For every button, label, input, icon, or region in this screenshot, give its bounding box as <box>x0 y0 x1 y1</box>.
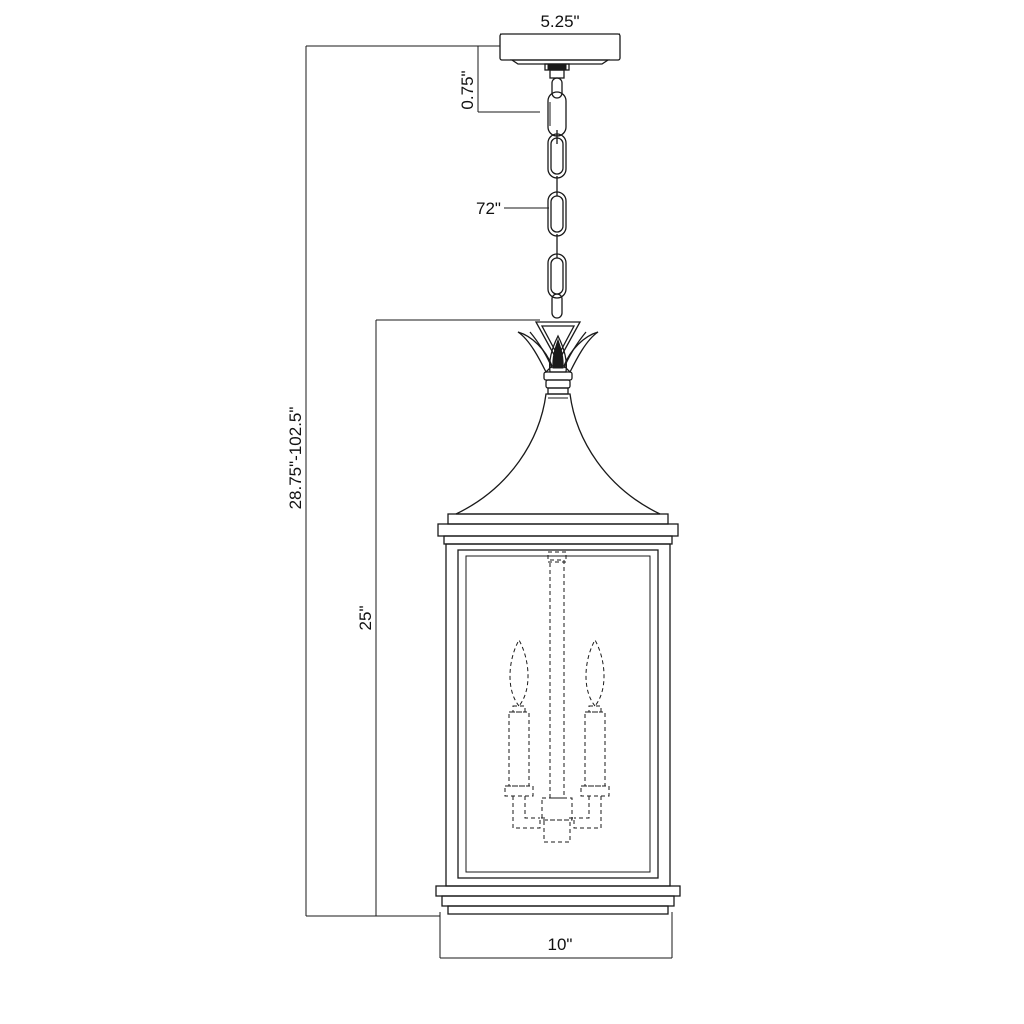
canopy-height-label: 0.75" <box>458 70 477 109</box>
chain <box>547 77 567 319</box>
canopy-width-label: 5.25" <box>540 12 579 31</box>
candle-cluster <box>504 551 610 843</box>
dimension-lines <box>305 33 673 959</box>
lantern-body <box>435 543 681 915</box>
canopy <box>499 33 621 79</box>
dimension-labels: 5.25" 0.75" 72" 28.75"-102.5" 25" 10" <box>286 12 580 954</box>
finial-crown <box>517 321 599 395</box>
overall-height-label: 28.75"-102.5" <box>286 407 305 510</box>
lantern-roof <box>437 393 679 545</box>
body-height-label: 25" <box>356 606 375 631</box>
chain-length-label: 72" <box>476 199 501 218</box>
body-width-label: 10" <box>548 935 573 954</box>
